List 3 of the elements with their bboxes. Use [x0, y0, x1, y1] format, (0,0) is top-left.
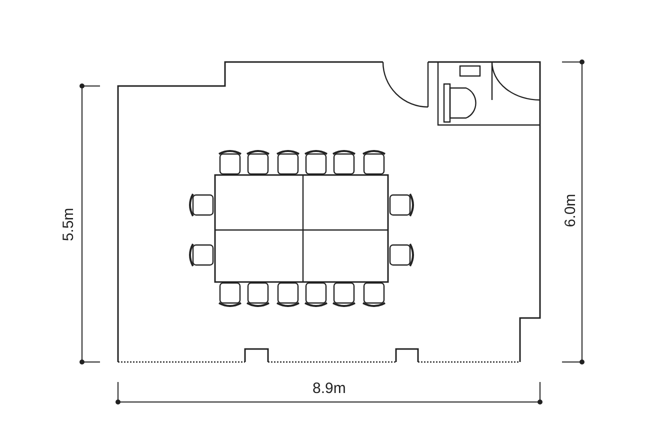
dimension-label: 6.0m: [562, 193, 578, 227]
dimension-label: 8.9m: [312, 380, 346, 396]
dimension-label: 5.5m: [60, 207, 76, 241]
